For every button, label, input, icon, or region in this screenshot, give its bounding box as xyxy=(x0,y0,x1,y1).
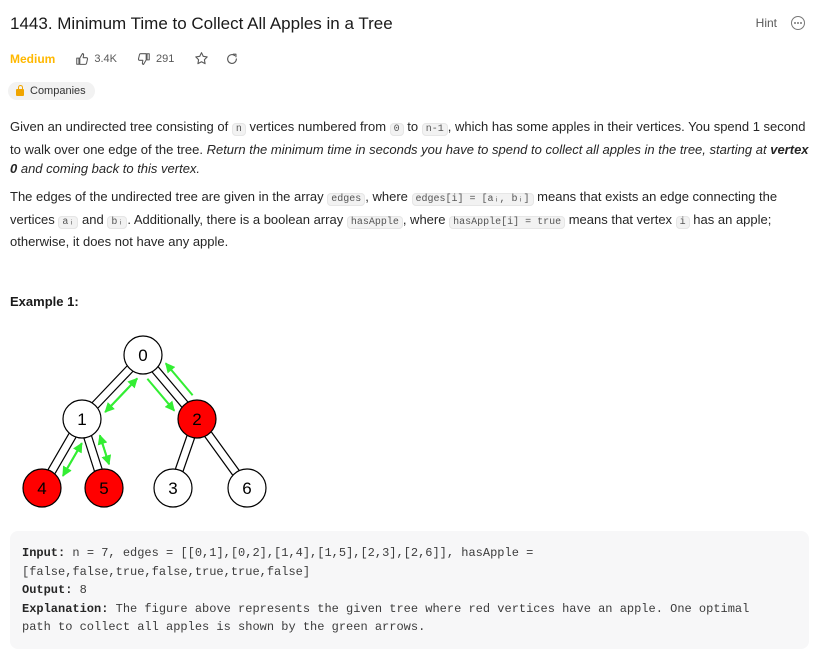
tree-edge xyxy=(91,435,103,469)
tree-edge xyxy=(97,371,134,409)
path-arrow xyxy=(104,377,138,413)
output-value: 8 xyxy=(72,583,87,597)
tree-edge xyxy=(174,435,188,469)
tree-node-label: 5 xyxy=(99,479,108,498)
tree-node-label: 1 xyxy=(77,410,86,429)
dislike-button[interactable]: 291 xyxy=(137,52,174,66)
example-code-block: Input: n = 7, edges = [[0,1],[0,2],[1,4]… xyxy=(10,531,809,649)
tree-edge xyxy=(182,438,196,472)
tree-node-label: 6 xyxy=(242,479,251,498)
code-n: n xyxy=(231,123,246,136)
code-zero: 0 xyxy=(389,123,404,136)
companies-label: Companies xyxy=(30,85,86,97)
tree-node-2 xyxy=(177,399,217,439)
tree-node-4 xyxy=(22,468,62,508)
like-button[interactable]: 3.4K xyxy=(75,52,117,66)
code-edges: edges xyxy=(327,193,366,206)
tree-edge xyxy=(47,433,70,470)
tree-edge xyxy=(54,437,77,474)
more-options-icon[interactable] xyxy=(791,16,805,30)
star-icon xyxy=(195,52,209,65)
share-icon xyxy=(227,53,238,64)
tree-node-5 xyxy=(84,468,124,508)
companies-tag[interactable]: Companies xyxy=(8,82,95,100)
problem-title: 1443. Minimum Time to Collect All Apples… xyxy=(10,14,393,33)
code-hasapple-i: hasApple[i] = true xyxy=(449,215,566,229)
code-edges-i: edges[i] = [aᵢ, bᵢ] xyxy=(411,193,534,206)
code-ai: aᵢ xyxy=(58,215,79,229)
tree-edge xyxy=(83,438,95,472)
path-arrow xyxy=(164,362,194,396)
code-n-minus-1: n-1 xyxy=(421,123,448,136)
path-arrow xyxy=(97,434,111,465)
like-count: 3.4K xyxy=(94,52,117,65)
tree-edge xyxy=(157,366,189,403)
code-hasapple: hasApple xyxy=(346,215,403,229)
path-arrow xyxy=(62,442,83,477)
tree-edge xyxy=(151,371,183,408)
favorite-button[interactable] xyxy=(194,51,209,66)
tree-edge xyxy=(91,365,128,403)
description-paragraph-2: The edges of the undirected tree are giv… xyxy=(10,189,778,249)
code-bi: bᵢ xyxy=(107,215,128,229)
dislike-count: 291 xyxy=(155,52,175,65)
tree-node-3 xyxy=(153,468,193,508)
example-title: Example 1: xyxy=(10,294,79,309)
difficulty-badge: Medium xyxy=(10,51,56,66)
tree-node-label: 0 xyxy=(138,346,147,365)
tree-node-label: 4 xyxy=(37,479,46,498)
tree-edge xyxy=(210,431,240,471)
thumbs-up-icon xyxy=(76,52,89,65)
problem-meta: Medium 3.4K 291 xyxy=(10,51,255,66)
tree-node-1 xyxy=(62,399,102,439)
tree-node-label: 3 xyxy=(168,479,177,498)
header-actions: Hint xyxy=(756,16,805,30)
explanation-label: Explanation: xyxy=(22,601,109,616)
share-button[interactable] xyxy=(225,52,239,66)
explanation-value: The figure above represents the given tr… xyxy=(108,601,750,616)
code-i: i xyxy=(675,215,690,229)
tree-node-0 xyxy=(123,335,163,375)
description-paragraph-1: Given an undirected tree consisting of n… xyxy=(10,119,809,176)
output-label: Output: xyxy=(22,583,73,597)
input-value-continued: [false,false,true,false,true,true,false] xyxy=(22,564,311,579)
input-label: Input: xyxy=(22,546,66,560)
explanation-value-continued: path to collect all apples is shown by t… xyxy=(22,620,426,634)
tree-node-6 xyxy=(227,468,267,508)
hint-button[interactable]: Hint xyxy=(755,16,777,30)
tree-diagram: 0 1 2 4 5 3 6 xyxy=(22,335,267,508)
lock-icon xyxy=(16,85,24,96)
tree-edge xyxy=(204,436,234,476)
path-arrow xyxy=(146,378,176,412)
thumbs-down-icon xyxy=(137,52,150,65)
input-value: n = 7, edges = [[0,1],[0,2],[1,4],[1,5],… xyxy=(65,546,534,560)
tree-node-label: 2 xyxy=(192,410,201,429)
